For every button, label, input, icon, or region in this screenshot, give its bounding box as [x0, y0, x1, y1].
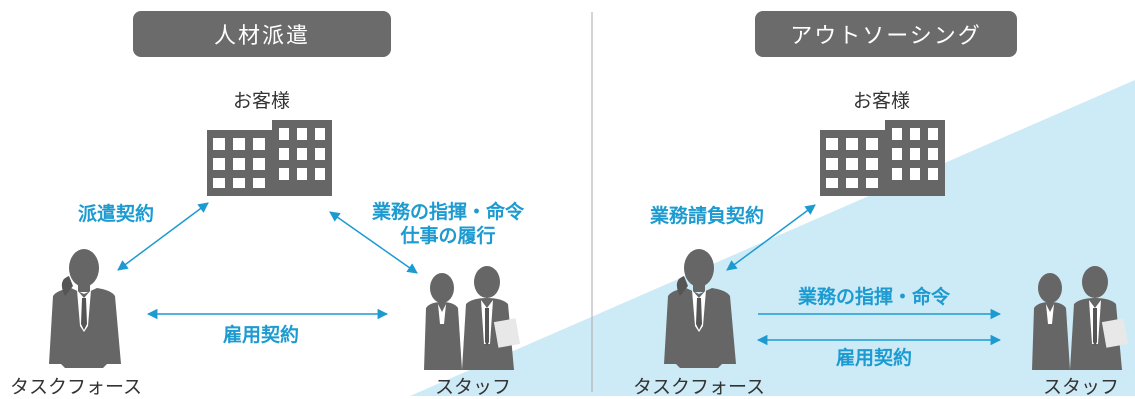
staff-pair-icon: [1032, 266, 1129, 370]
left-command-label: 業務の指揮・命令 仕事の履行: [358, 200, 538, 248]
left-contract-label: 派遣契約: [78, 203, 155, 225]
left-taskforce-label: タスクフォース: [10, 376, 143, 398]
right-taskforce-label: タスクフォース: [633, 376, 766, 398]
left-staff-label: スタッフ: [435, 376, 512, 398]
person-phone-icon: [49, 249, 121, 368]
left-command-line2: 仕事の履行: [400, 225, 496, 247]
arrow-right-contract: [726, 204, 816, 271]
right-contract-label: 業務請負契約: [650, 205, 765, 227]
left-command-line1: 業務の指揮・命令: [371, 201, 524, 223]
right-command-label: 業務の指揮・命令: [798, 286, 951, 308]
right-employment-label: 雇用契約: [836, 347, 913, 369]
right-staff-label: スタッフ: [1043, 376, 1120, 398]
staff-pair-icon: [424, 266, 521, 370]
tab-right-title: アウトソーシング: [755, 11, 1017, 57]
left-client-label: お客様: [233, 90, 291, 112]
building-icon: [207, 120, 332, 196]
right-client-label: お客様: [853, 90, 911, 112]
building-icon: [820, 120, 945, 196]
arrow-left-contract: [117, 202, 209, 271]
arrow-left-command: [329, 211, 418, 274]
left-employment-label: 雇用契約: [223, 324, 300, 346]
tab-left-title: 人材派遣: [133, 11, 391, 57]
person-phone-icon: [664, 249, 736, 368]
